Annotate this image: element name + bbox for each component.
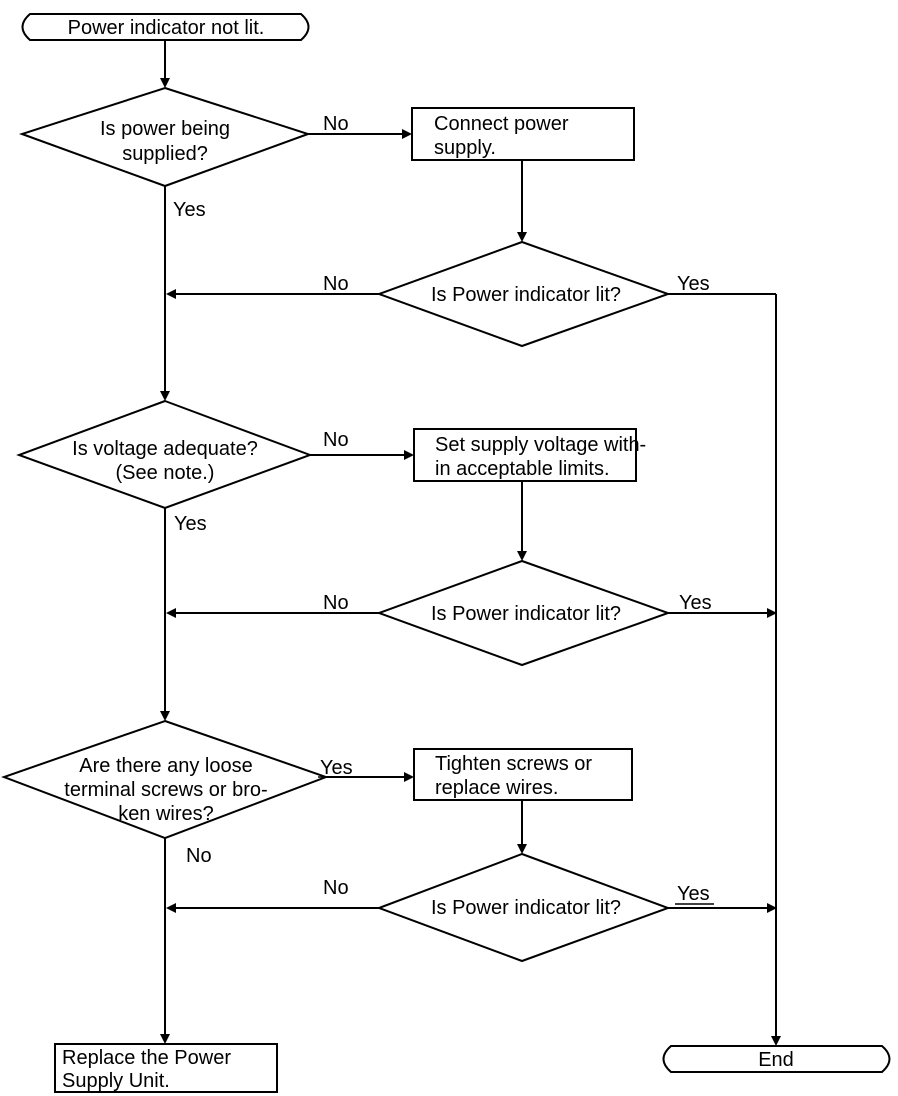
arrowhead [166, 608, 176, 618]
decision-shape [18, 86, 312, 188]
decision-lit-2-line-1: Is Power indicator lit? [431, 603, 621, 625]
arrowhead [517, 232, 527, 242]
label-power-yes: Yes [173, 199, 206, 221]
process-box [411, 107, 635, 161]
decision-shape [376, 559, 671, 667]
decision-lit-1: Is Power indicator lit? [376, 240, 671, 348]
action-replace-psu: Replace the Power Supply Unit. [54, 1043, 278, 1093]
action-tighten-screws: Tighten screws or replace wires. [413, 748, 633, 801]
arrowhead [160, 711, 170, 721]
process-box [413, 428, 637, 482]
arrowhead [160, 1034, 170, 1044]
label-lit2-yes: Yes [679, 592, 712, 614]
action-tighten-screws-line-1: Tighten screws or [435, 753, 592, 775]
arrowhead [160, 391, 170, 401]
decision-loose-wires-line-3: ken wires? [118, 803, 214, 825]
action-replace-psu-line-2: Supply Unit. [62, 1070, 170, 1092]
action-replace-psu-line-1: Replace the Power [62, 1047, 231, 1069]
decision-voltage-line-1: Is voltage adequate? [72, 438, 258, 460]
label-lit3-no: No [323, 877, 349, 899]
arrowhead [404, 772, 414, 782]
decision-voltage: Is voltage adequate? (See note.) [16, 399, 313, 510]
action-connect-power-line-1: Connect power [434, 113, 569, 135]
start-shape [21, 13, 310, 41]
arrowhead [402, 129, 412, 139]
label-voltage-no: No [323, 429, 349, 451]
decision-power-supplied-line-1: Is power being [100, 118, 230, 140]
decision-shape [16, 399, 313, 510]
decision-shape [1, 719, 329, 840]
action-connect-power: Connect power supply. [411, 107, 635, 161]
label-lit2-no: No [323, 592, 349, 614]
action-set-voltage: Set supply voltage with- in acceptable l… [413, 428, 646, 482]
arrowhead [771, 1036, 781, 1046]
arrowhead [767, 608, 777, 618]
arrowhead [160, 78, 170, 88]
arrowhead [166, 903, 176, 913]
label-lit3-yes: Yes [677, 883, 710, 905]
action-connect-power-line-2: supply. [434, 137, 496, 159]
edge-labels: No Yes No Yes No Yes No Yes Yes No No Ye… [173, 113, 716, 905]
connectors [160, 40, 781, 1046]
start-terminator: Power indicator not lit. [21, 13, 310, 41]
decision-lit-1-line-1: Is Power indicator lit? [431, 284, 621, 306]
end-terminator: End [662, 1045, 891, 1073]
decision-shape [376, 240, 671, 348]
arrowhead [404, 450, 414, 460]
action-tighten-screws-line-2: replace wires. [435, 777, 558, 799]
label-loose-yes: Yes [320, 757, 353, 779]
arrowhead [767, 903, 777, 913]
decision-power-supplied: Is power being supplied? [18, 86, 312, 188]
end-label: End [758, 1049, 794, 1071]
decision-loose-wires-line-1: Are there any loose [79, 755, 252, 777]
label-lit1-no: No [323, 273, 349, 295]
process-box [413, 748, 633, 801]
decision-voltage-line-2: (See note.) [116, 462, 215, 484]
label-power-no: No [323, 113, 349, 135]
decision-lit-3: Is Power indicator lit? [376, 852, 671, 963]
arrowhead [517, 844, 527, 854]
action-set-voltage-line-1: Set supply voltage with- [435, 434, 646, 456]
decision-lit-2: Is Power indicator lit? [376, 559, 671, 667]
arrowhead [517, 551, 527, 561]
action-set-voltage-line-2: in acceptable limits. [435, 458, 610, 480]
label-loose-no: No [186, 845, 212, 867]
decision-loose-wires: Are there any loose terminal screws or b… [1, 719, 329, 840]
arrowhead [166, 289, 176, 299]
label-voltage-yes: Yes [174, 513, 207, 535]
decision-lit-3-line-1: Is Power indicator lit? [431, 897, 621, 919]
decision-shape [376, 852, 671, 963]
label-lit1-yes: Yes [677, 273, 710, 295]
decision-loose-wires-line-2: terminal screws or bro- [64, 779, 267, 801]
end-shape [662, 1045, 891, 1073]
process-box [54, 1043, 278, 1093]
decision-power-supplied-line-2: supplied? [122, 143, 208, 165]
start-label: Power indicator not lit. [68, 17, 265, 39]
